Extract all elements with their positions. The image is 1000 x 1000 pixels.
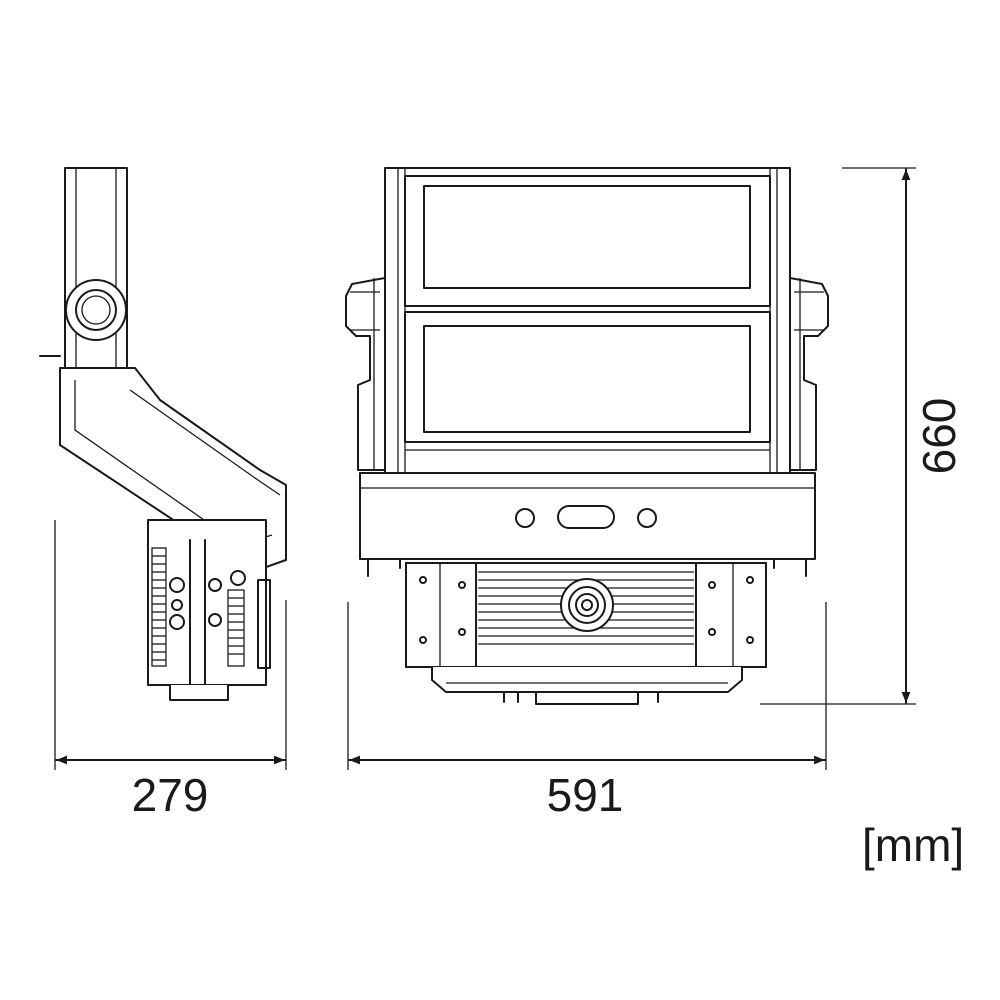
upper-light-panel xyxy=(404,175,771,307)
indicator-left xyxy=(515,508,535,528)
front-view xyxy=(345,167,916,770)
lower-light-panel xyxy=(404,311,771,443)
mount-screws xyxy=(419,576,754,644)
display-window xyxy=(557,505,615,529)
front-frame xyxy=(384,167,791,474)
side-view xyxy=(39,167,287,770)
right-bracket xyxy=(789,277,829,471)
depth-label: 279 xyxy=(132,769,209,821)
left-bracket xyxy=(345,277,386,471)
bottom-connector xyxy=(535,691,639,705)
bottom-tray xyxy=(431,666,743,693)
pivot-knob xyxy=(65,279,127,341)
height-label: 660 xyxy=(913,398,965,475)
unit-label: [mm] xyxy=(862,819,965,871)
width-label: 591 xyxy=(547,769,624,821)
control-box xyxy=(359,472,816,560)
indicator-right xyxy=(637,508,657,528)
